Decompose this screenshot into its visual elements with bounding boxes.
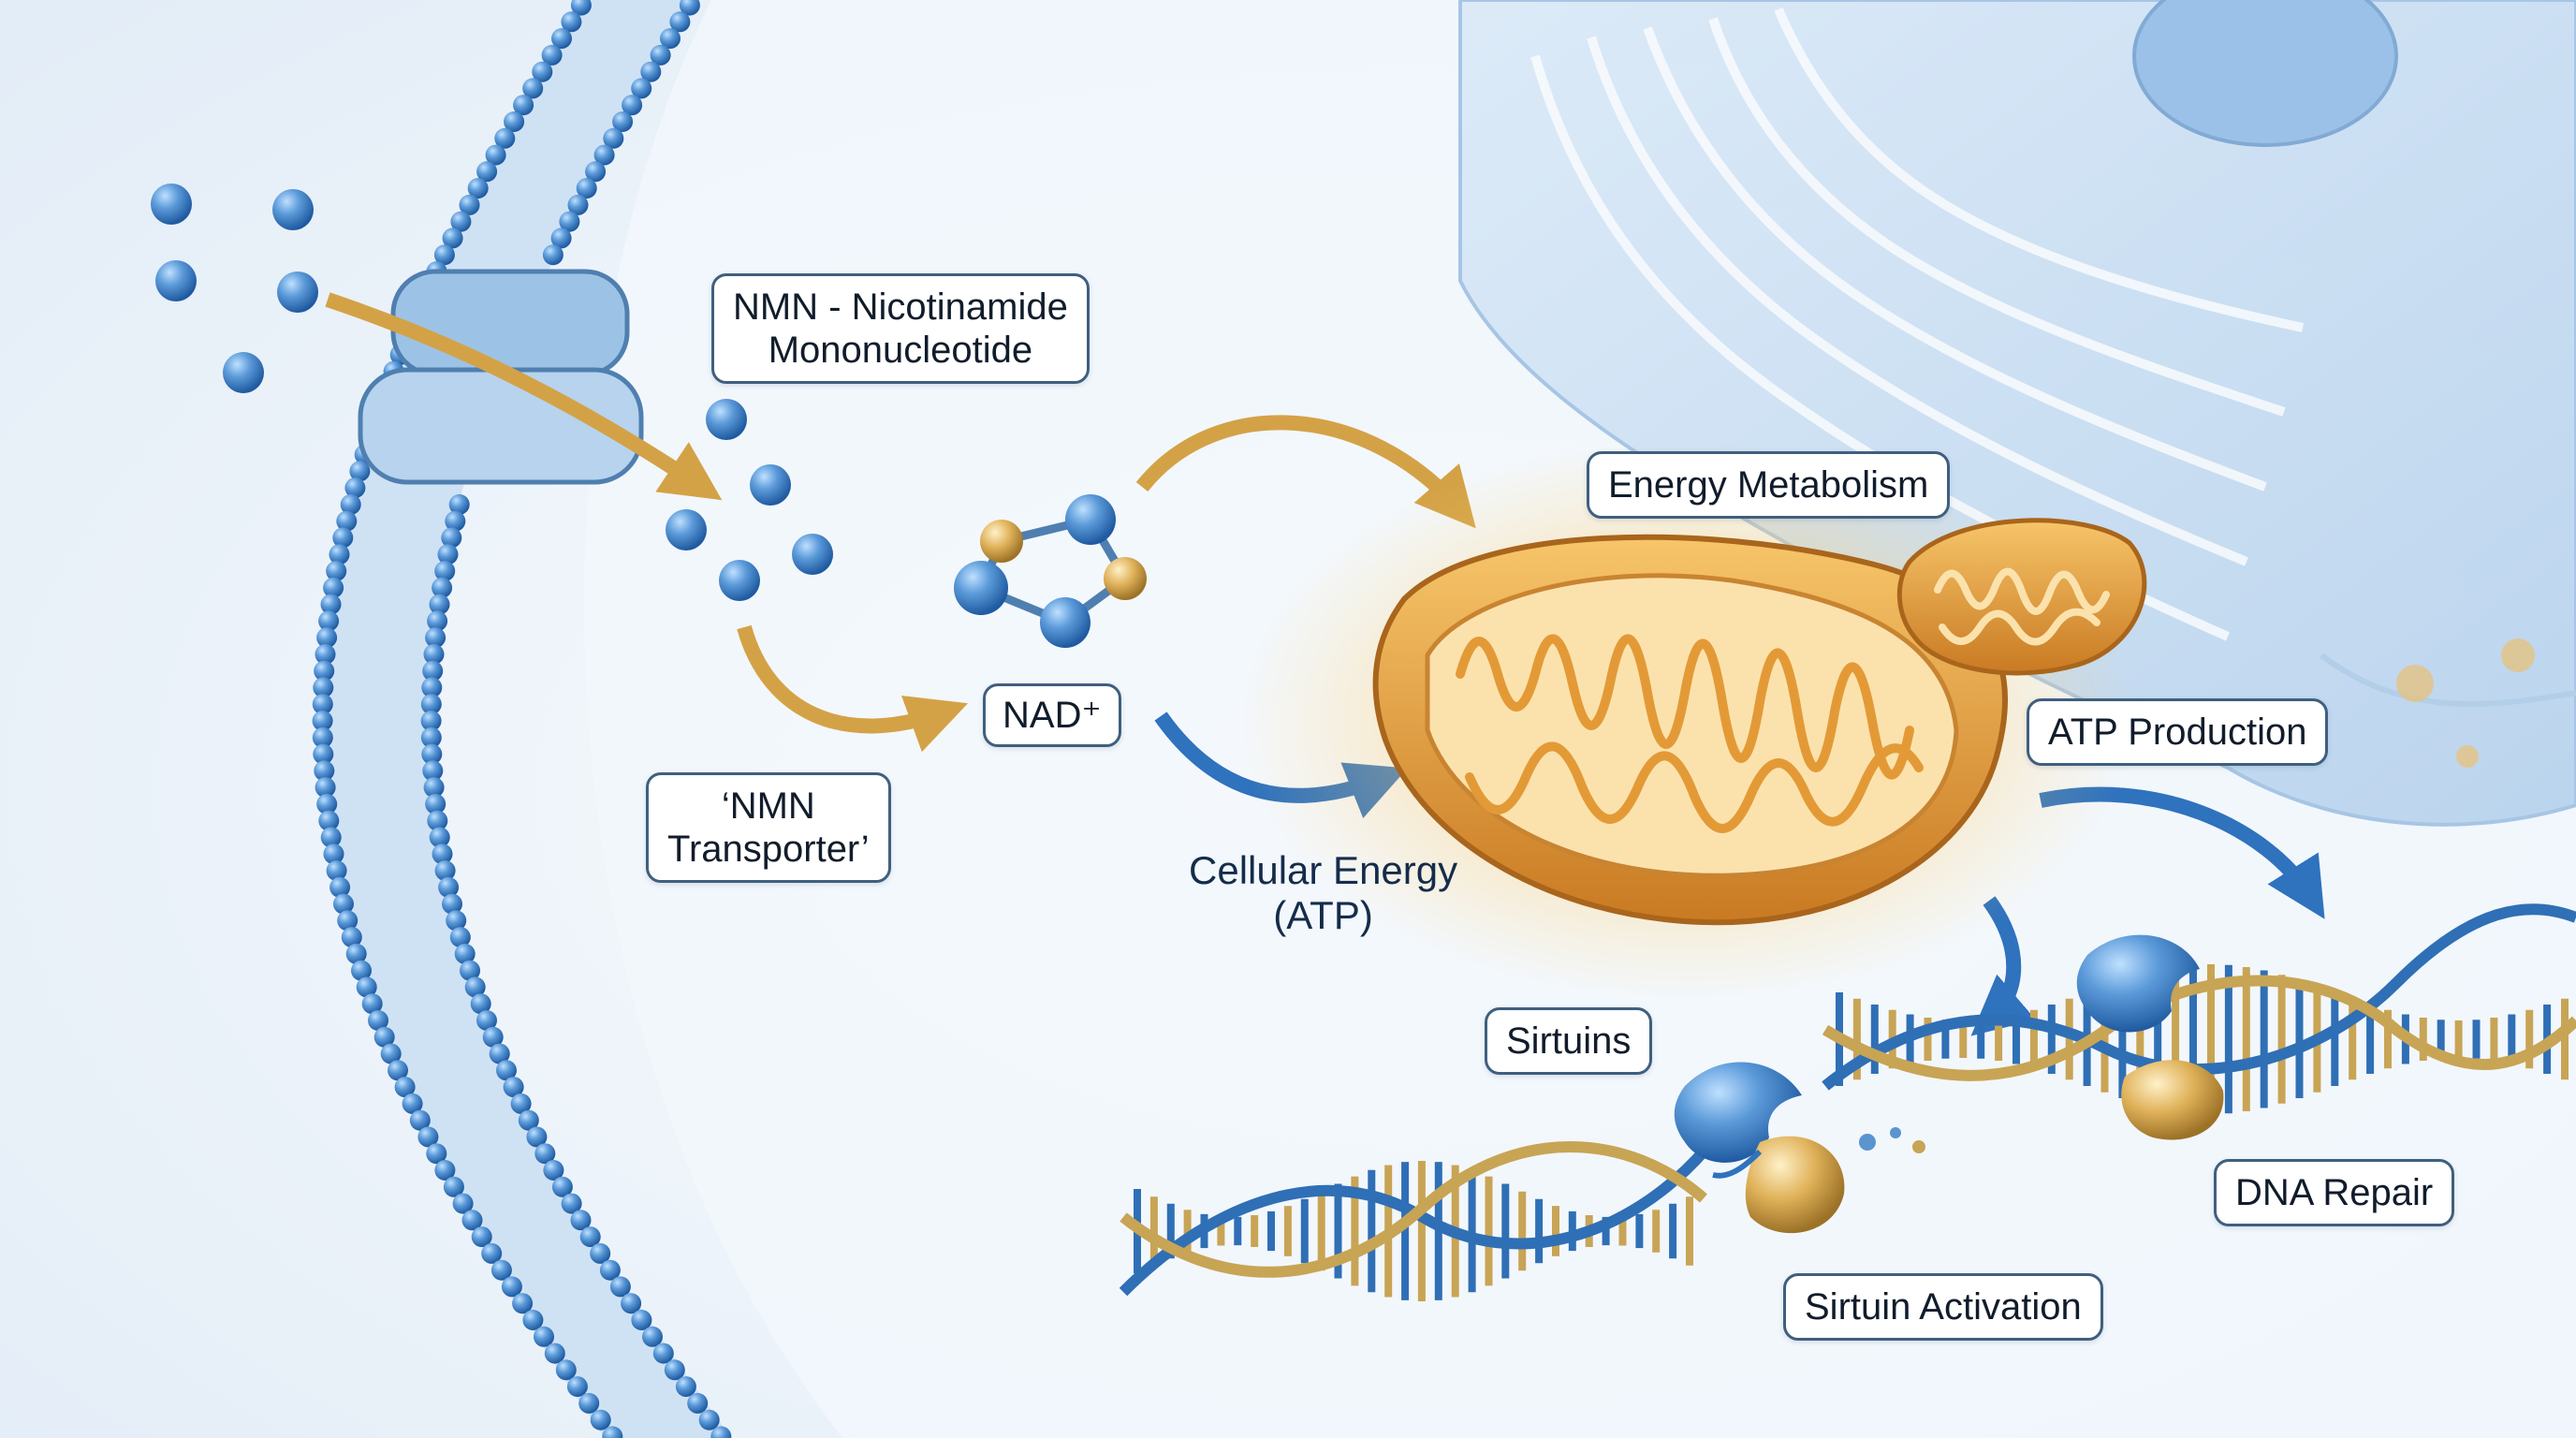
membrane-bead (665, 1359, 685, 1380)
label-nmn-line2: Mononucleotide (733, 329, 1068, 372)
membrane-bead (687, 1393, 708, 1414)
label-nad: NAD⁺ (983, 683, 1121, 747)
mitochondrion-small (1899, 521, 2144, 673)
label-dna-repair: DNA Repair (2214, 1159, 2454, 1226)
label-nad-text: NAD⁺ (1003, 694, 1102, 737)
label-nmn-line1: NMN - Nicotinamide (733, 286, 1068, 329)
membrane-bead (591, 1410, 611, 1431)
label-transporter-line2: Transporter’ (667, 828, 870, 871)
label-energy-metabolism-text: Energy Metabolism (1608, 463, 1928, 506)
label-cellular-energy-line1: Cellular Energy (1189, 848, 1457, 893)
label-transporter: ‘NMN Transporter’ (646, 772, 891, 883)
label-atp-production: ATP Production (2027, 698, 2328, 766)
label-dna-repair-text: DNA Repair (2235, 1171, 2433, 1214)
membrane-bead (556, 1359, 577, 1380)
label-cellular-energy: Cellular Energy (ATP) (1189, 848, 1457, 938)
label-transporter-line1: ‘NMN (667, 785, 870, 828)
membrane-bead (543, 244, 564, 265)
membrane-bead (567, 1376, 588, 1397)
label-nmn: NMN - Nicotinamide Mononucleotide (711, 273, 1090, 384)
label-sirtuin-activation-text: Sirtuin Activation (1805, 1285, 2082, 1328)
membrane-bead (578, 1393, 599, 1414)
label-sirtuin-activation: Sirtuin Activation (1783, 1273, 2103, 1341)
label-cellular-energy-line2: (ATP) (1189, 893, 1457, 938)
label-energy-metabolism: Energy Metabolism (1587, 451, 1950, 519)
label-sirtuins: Sirtuins (1485, 1007, 1652, 1075)
label-sirtuins-text: Sirtuins (1506, 1020, 1631, 1063)
membrane-bead (676, 1376, 696, 1397)
label-atp-production-text: ATP Production (2048, 711, 2306, 754)
membrane-bead (699, 1410, 720, 1431)
